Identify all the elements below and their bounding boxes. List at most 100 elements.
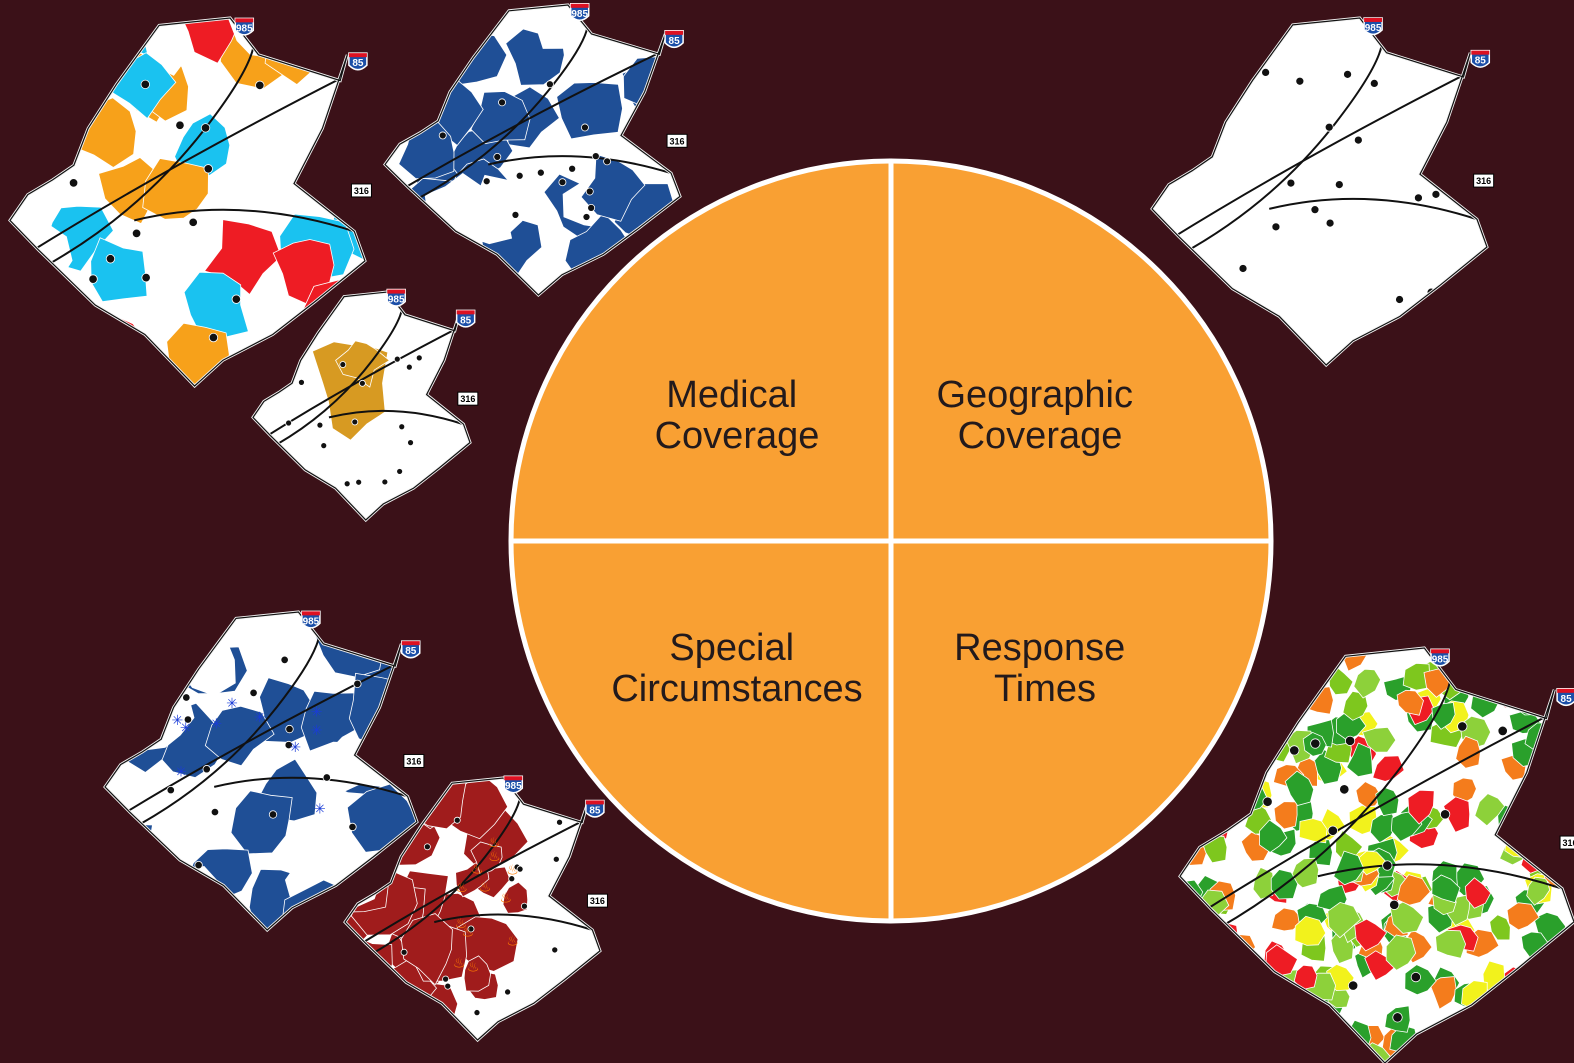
label-line-2: Coverage	[655, 415, 820, 457]
station-marker	[88, 274, 98, 284]
station-marker	[339, 361, 347, 368]
station-marker	[141, 272, 151, 283]
district-region	[1354, 918, 1388, 952]
district-region	[1180, 782, 1212, 808]
ems-star-icon: ✳	[210, 717, 222, 733]
ems-star-icon: ✳	[289, 740, 301, 756]
district-region	[1227, 989, 1250, 1013]
district-region	[1551, 761, 1574, 790]
interstate-road	[120, 658, 405, 817]
station-marker	[423, 843, 431, 851]
district-region	[1232, 982, 1259, 1011]
highway-road	[434, 913, 593, 931]
district-region	[10, 321, 63, 386]
district-region	[1272, 652, 1304, 686]
station-marker	[208, 332, 219, 343]
district-region	[1402, 662, 1431, 691]
highway-road	[1317, 863, 1563, 890]
district-region	[1390, 901, 1425, 934]
state-route-icon: 316	[1559, 835, 1574, 850]
district-region	[174, 113, 231, 181]
station-marker	[1286, 178, 1296, 188]
highway-road	[1269, 197, 1478, 221]
district-region	[1292, 1018, 1323, 1052]
district-region	[1233, 1022, 1262, 1053]
fire-icon: ♨	[488, 849, 501, 865]
station-marker	[552, 855, 560, 863]
station-marker	[353, 679, 362, 688]
interstate-shield-icon: 985	[1430, 648, 1450, 667]
district-region	[1180, 956, 1201, 988]
station-marker	[183, 715, 193, 724]
station-marker	[438, 131, 447, 140]
station-marker	[545, 80, 554, 89]
district-region	[1404, 964, 1437, 996]
district-region	[463, 955, 492, 992]
svg-text:985: 985	[303, 616, 320, 627]
district-region	[1346, 742, 1374, 778]
station-marker	[131, 228, 142, 239]
district-region	[1537, 818, 1562, 851]
station-marker	[511, 210, 520, 219]
district-region	[1385, 934, 1417, 971]
interstate-shield-icon: 85	[1556, 688, 1574, 707]
station-marker	[1310, 738, 1321, 749]
station-marker	[400, 948, 408, 956]
highway-road	[213, 776, 408, 798]
district-region	[1540, 1042, 1568, 1063]
map-fill	[253, 292, 470, 520]
district-region	[1265, 944, 1299, 977]
interstate-shield-icon: 985	[301, 610, 321, 629]
district-region	[10, 80, 73, 152]
district-region	[11, 335, 79, 386]
county-base	[1152, 18, 1487, 365]
station-marker	[79, 334, 89, 344]
district-region	[1281, 999, 1308, 1032]
district-region	[183, 271, 249, 339]
state-route-icon: 316	[666, 133, 688, 148]
district-region	[142, 612, 211, 653]
fire-icon: ♨	[462, 925, 475, 941]
county-border	[384, 4, 681, 296]
station-marker	[1344, 735, 1356, 746]
district-region	[1210, 921, 1240, 955]
station-marker	[1382, 860, 1393, 871]
district-region	[103, 342, 167, 386]
station-marker	[356, 883, 365, 892]
fire-icon: ♨	[455, 916, 468, 932]
district-region	[1361, 726, 1397, 753]
station-marker	[140, 79, 150, 90]
district-region	[1452, 777, 1477, 805]
station-marker	[591, 152, 600, 161]
state-route-icon: 316	[457, 391, 479, 406]
fire-icon: ♨	[479, 879, 492, 895]
station-marker	[493, 152, 502, 161]
station-marker	[285, 724, 294, 734]
fire-icon: ♨	[499, 890, 512, 906]
station-marker	[603, 157, 612, 166]
district-region	[1152, 129, 1196, 174]
district-region	[1229, 724, 1254, 758]
svg-text:316: 316	[590, 896, 605, 906]
station-marker	[1324, 122, 1334, 132]
station-marker	[381, 478, 389, 486]
station-marker	[210, 807, 220, 817]
station-marker	[182, 693, 191, 702]
station-marker	[1334, 180, 1344, 190]
district-region	[393, 218, 445, 277]
interstate-shield-icon: 85	[664, 30, 684, 49]
district-region	[1355, 781, 1382, 808]
district-region	[1528, 992, 1561, 1030]
district-region	[1530, 1019, 1563, 1049]
fire-icon: ♨	[488, 835, 501, 851]
station-marker	[320, 442, 328, 450]
station-marker	[194, 860, 203, 870]
interstate-shield-icon: 985	[1363, 17, 1383, 36]
label-line-2: Circumstances	[611, 668, 862, 710]
district-region	[1293, 1032, 1322, 1063]
fire-icon: ♨	[467, 959, 480, 975]
highway-road	[488, 155, 672, 175]
district-region	[1494, 648, 1522, 666]
district-region	[1545, 781, 1568, 813]
